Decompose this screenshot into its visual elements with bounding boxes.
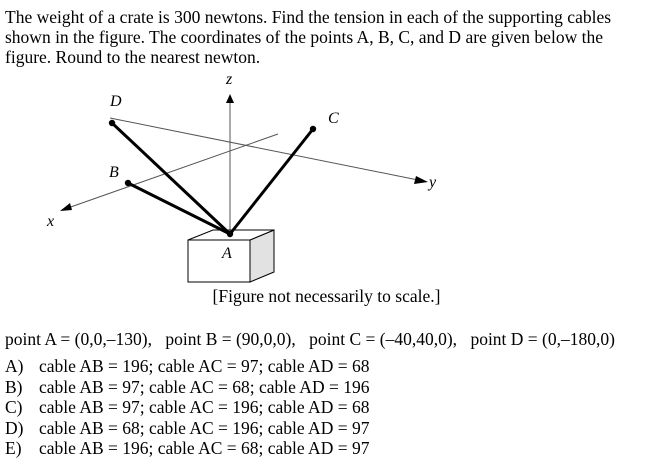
answer-choices: A) cable AB = 196; cable AC = 97; cable … bbox=[5, 356, 369, 459]
choice-text: cable AB = 97; cable AC = 68; cable AD =… bbox=[39, 376, 370, 397]
x-axis-arrow-icon bbox=[60, 203, 72, 211]
y-axis-arrow-icon bbox=[414, 176, 428, 184]
point-label-b: B bbox=[109, 164, 119, 181]
point-a-coords: point A = (0,0,–130), bbox=[5, 329, 152, 349]
point-label-c: C bbox=[328, 110, 339, 127]
choice-c[interactable]: C) cable AB = 97; cable AC = 196; cable … bbox=[5, 397, 369, 418]
choice-text: cable AB = 68; cable AC = 196; cable AD … bbox=[39, 417, 370, 438]
point-c-dot bbox=[309, 125, 317, 133]
crate-front-face bbox=[187, 239, 251, 283]
choice-b[interactable]: B) cable AB = 97; cable AC = 68; cable A… bbox=[5, 377, 369, 398]
point-label-a: A bbox=[221, 245, 232, 262]
choice-letter: B) bbox=[5, 376, 23, 397]
choice-a[interactable]: A) cable AB = 196; cable AC = 97; cable … bbox=[5, 356, 369, 377]
cable-ab bbox=[127, 181, 231, 236]
question-text: The weight of a crate is 300 newtons. Fi… bbox=[5, 7, 612, 67]
axis-label-z: z bbox=[225, 71, 233, 88]
point-d-coords: point D = (0,–180,0) bbox=[470, 329, 615, 349]
choice-e[interactable]: E) cable AB = 196; cable AC = 68; cable … bbox=[5, 438, 369, 459]
axis-label-y: y bbox=[427, 174, 437, 191]
point-label-d: D bbox=[109, 93, 122, 110]
point-a-dot bbox=[226, 230, 234, 238]
cable-ac bbox=[228, 128, 315, 235]
point-b-dot bbox=[124, 179, 132, 187]
choice-d[interactable]: D) cable AB = 68; cable AC = 196; cable … bbox=[5, 418, 369, 439]
axis-label-x: x bbox=[46, 213, 54, 230]
choice-text: cable AB = 196; cable AC = 68; cable AD … bbox=[39, 438, 370, 459]
point-b-coords: point B = (90,0,0), bbox=[165, 329, 296, 349]
choice-letter: E) bbox=[5, 438, 22, 459]
point-coordinates: point A = (0,0,–130), point B = (90,0,0)… bbox=[5, 329, 615, 350]
y-axis-line bbox=[109, 117, 419, 181]
z-axis-arrow-icon bbox=[226, 94, 234, 103]
choice-letter: A) bbox=[5, 356, 24, 376]
figure-caption: [Figure not necessarily to scale.] bbox=[212, 286, 441, 306]
point-d-dot bbox=[108, 119, 116, 127]
choice-text: cable AB = 196; cable AC = 97; cable AD … bbox=[39, 356, 370, 376]
choice-letter: C) bbox=[5, 397, 23, 418]
x-axis-line bbox=[64, 133, 279, 210]
point-c-coords: point C = (–40,40,0), bbox=[309, 329, 458, 349]
choice-text: cable AB = 97; cable AC = 196; cable AD … bbox=[39, 397, 370, 418]
cable-ad bbox=[110, 121, 232, 236]
choice-letter: D) bbox=[5, 417, 24, 438]
